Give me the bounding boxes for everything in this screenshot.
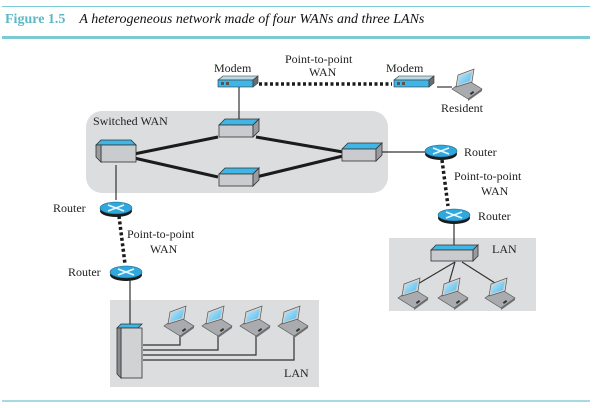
switched-wan-label: Switched WAN: [93, 114, 168, 128]
thin-links: [115, 84, 496, 361]
router-left-top-label: Router: [53, 201, 86, 215]
figure-title: A heterogeneous network made of four WAN…: [79, 12, 425, 27]
modem-right-label: Modem: [386, 61, 424, 75]
lan-bottom-switch-icon: [116, 323, 143, 379]
router-left-bottom-label: Router: [68, 265, 101, 279]
figure-number: Figure 1.5: [5, 12, 66, 27]
top-rule: [2, 6, 590, 7]
router-left-top-icon: [99, 201, 133, 218]
wan-switch-right: [341, 142, 383, 162]
wan-switch-top: [218, 118, 260, 138]
wan-switch-left: [95, 139, 137, 163]
bottom-rule: [2, 400, 590, 402]
router-right-bottom-label: Router: [478, 209, 511, 223]
p2p-top-label-1: Point-to-point: [285, 52, 353, 66]
resident-laptop-icon: [451, 68, 483, 102]
resident-label: Resident: [441, 101, 484, 115]
router-right-top-icon: [424, 144, 458, 161]
figure-caption: Figure 1.5 A heterogeneous network made o…: [5, 12, 424, 28]
modem-left-label: Modem: [214, 61, 252, 75]
switched-wan-region: [86, 111, 388, 193]
lan-right-hub-icon: [430, 244, 479, 262]
p2p-right-label-1: Point-to-point: [454, 169, 522, 183]
router-right-top-label: Router: [464, 145, 497, 159]
modem-right-icon: [393, 75, 435, 88]
lan-right-label: LAN: [492, 242, 517, 256]
p2p-left-label-1: Point-to-point: [127, 227, 195, 241]
caption-rule: [2, 36, 590, 39]
p2p-right-label-2: WAN: [481, 184, 509, 198]
point-to-point-links: [117, 82, 450, 265]
p2p-top-label-2: WAN: [309, 65, 337, 79]
p2p-left-label-2: WAN: [150, 242, 178, 256]
lan-bottom-label: LAN: [284, 366, 309, 380]
switched-wan-links: [133, 135, 344, 179]
wan-switch-bottom: [218, 167, 260, 187]
router-left-bottom-icon: [109, 265, 143, 282]
modem-left-icon: [217, 75, 259, 88]
router-right-bottom-icon: [437, 208, 471, 225]
